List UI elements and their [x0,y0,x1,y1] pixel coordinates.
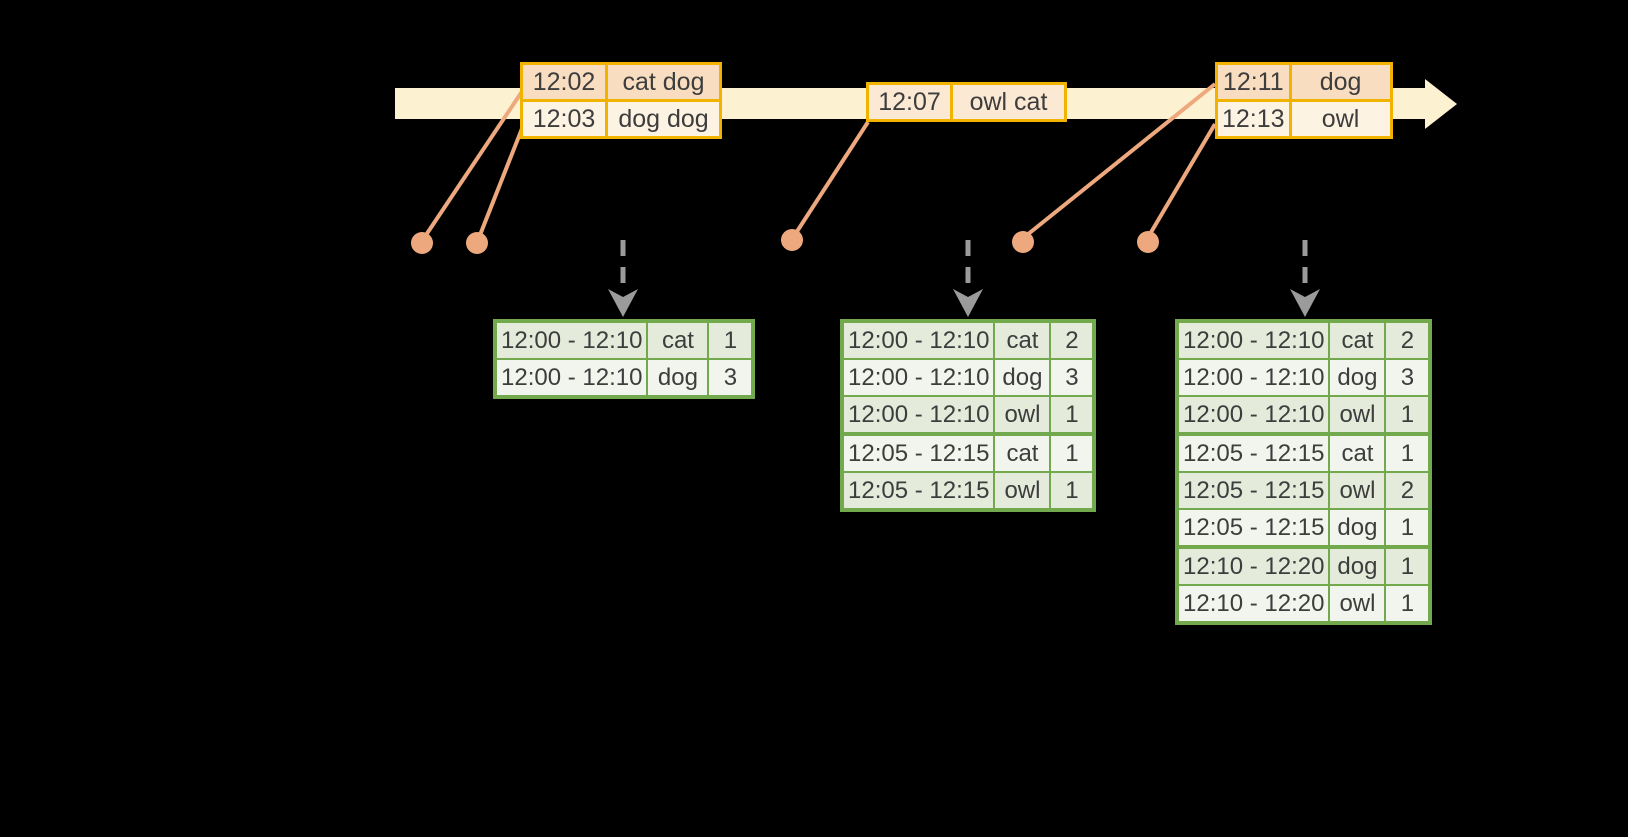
result-word-cell: owl [1328,471,1387,510]
result-word-cell: cat [993,432,1052,473]
trigger-arrow [608,240,638,317]
result-window-cell: 12:00 - 12:10 [840,358,996,397]
result-window-cell: 12:05 - 12:15 [840,432,996,473]
result-window-cell: 12:00 - 12:10 [493,320,649,360]
event-dot-icon [1137,231,1159,253]
result-count-cell: 1 [1384,545,1432,586]
event-words-cell: dog [1288,62,1393,102]
result-word-cell: owl [993,395,1052,435]
result-window-cell: 12:00 - 12:10 [840,395,996,435]
result-word-cell: owl [1328,584,1387,624]
result-count-cell: 3 [1384,358,1432,397]
leader-line [424,88,525,237]
result-count-cell: 1 [1049,432,1096,473]
result-word-cell: owl [993,471,1052,511]
event-dot-icon [411,232,433,254]
event-words-cell: owl cat [950,82,1067,122]
result-word-cell: dog [646,358,710,398]
result-word-cell: cat [993,320,1052,360]
result-word-cell: cat [646,320,710,360]
timeline-arrowhead-icon [1425,79,1457,129]
result-count-cell: 1 [1384,395,1432,435]
result-count-cell: 1 [707,320,755,360]
result-window-cell: 12:00 - 12:10 [840,320,996,360]
result-window-cell: 12:00 - 12:10 [1175,395,1331,435]
event-dot-icon [781,229,803,251]
result-count-cell: 1 [1384,584,1432,624]
result-count-cell: 3 [707,358,755,398]
result-count-cell: 2 [1049,320,1096,360]
result-window-cell: 12:05 - 12:15 [1175,471,1331,510]
event-dot-icon [1012,231,1034,253]
result-word-cell: cat [1328,432,1387,473]
result-word-cell: dog [1328,508,1387,548]
result-window-cell: 12:10 - 12:20 [1175,545,1331,586]
event-words-cell: dog dog [605,99,722,139]
leader-line [794,120,870,235]
result-window-cell: 12:00 - 12:10 [1175,358,1331,397]
event-dot-icon [466,232,488,254]
result-word-cell: dog [1328,358,1387,397]
result-count-cell: 3 [1049,358,1096,397]
event-time-cell: 12:11 [1215,62,1292,102]
event-words-cell: cat dog [605,62,722,102]
result-window-cell: 12:05 - 12:15 [840,471,996,511]
trigger-arrow [1290,240,1320,317]
result-count-cell: 2 [1384,471,1432,510]
result-window-cell: 12:00 - 12:10 [1175,320,1331,360]
result-word-cell: owl [1328,395,1387,435]
leader-line [1025,82,1217,237]
result-count-cell: 1 [1384,432,1432,473]
event-time-cell: 12:07 [866,82,953,122]
result-window-cell: 12:05 - 12:15 [1175,432,1331,473]
result-word-cell: cat [1328,320,1387,360]
result-count-cell: 1 [1049,395,1096,435]
result-count-cell: 1 [1049,471,1096,511]
leader-line [1148,122,1217,236]
event-words-cell: owl [1288,99,1393,139]
trigger-arrow [953,240,983,317]
event-time-cell: 12:03 [520,99,608,139]
result-count-cell: 1 [1384,508,1432,548]
result-word-cell: dog [1328,545,1387,586]
result-window-cell: 12:05 - 12:15 [1175,508,1331,548]
leader-line [478,125,525,236]
result-window-cell: 12:10 - 12:20 [1175,584,1331,624]
result-window-cell: 12:00 - 12:10 [493,358,649,398]
event-time-cell: 12:13 [1215,99,1292,139]
event-time-cell: 12:02 [520,62,608,102]
result-word-cell: dog [993,358,1052,397]
result-count-cell: 2 [1384,320,1432,360]
